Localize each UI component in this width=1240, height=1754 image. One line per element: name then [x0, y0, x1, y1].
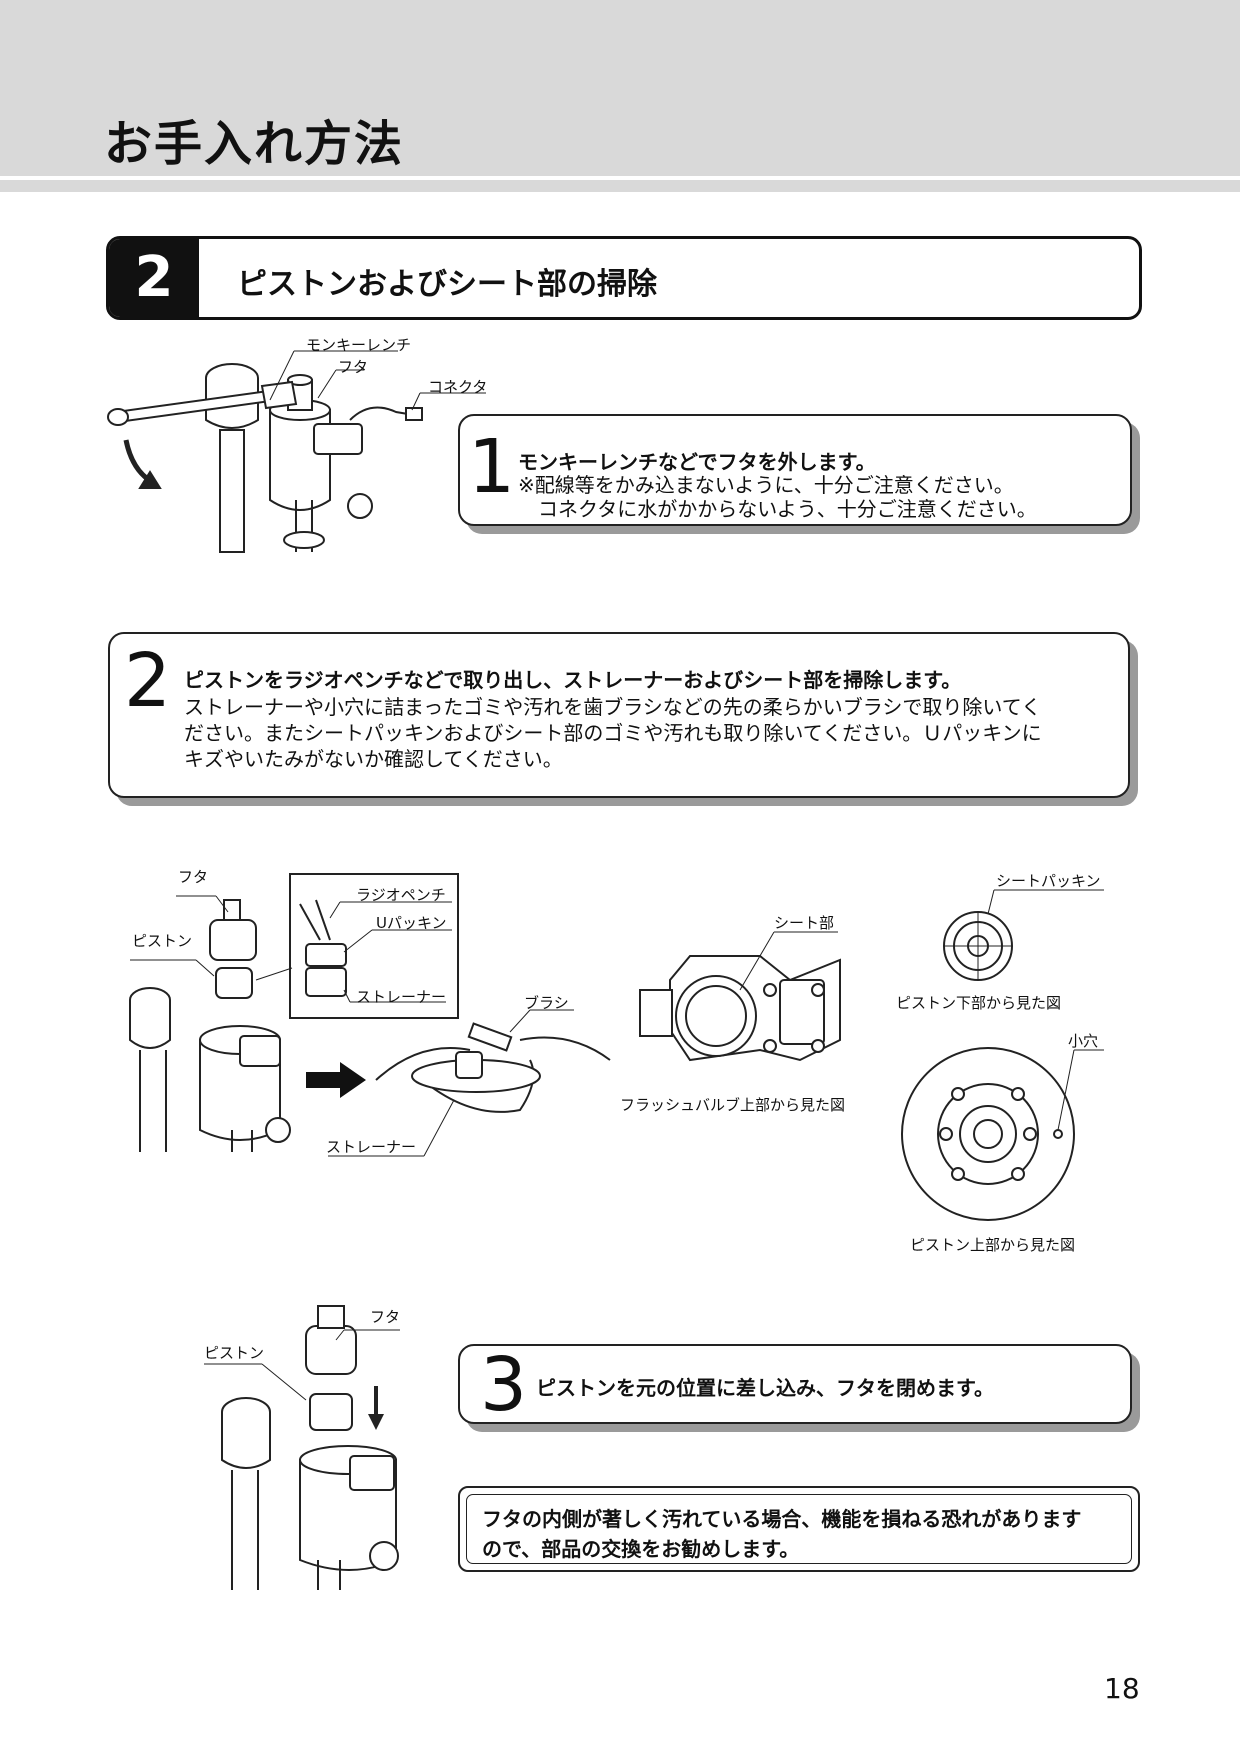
step-2-body-2: ださい。またシートパッキンおよびシート部のゴミや汚れも取り除いてください。Ｕパッ… [184, 721, 1042, 745]
header-rule [0, 180, 1240, 192]
notice-line-2: ので、部品の交換をお勧めします。 [482, 1537, 800, 1561]
label-connector: コネクタ [428, 378, 488, 396]
label-u-packing: Uパッキン [376, 914, 447, 932]
figure-2-assembly [129, 899, 291, 1152]
label-pliers: ラジオペンチ [356, 886, 446, 904]
step-2-callout: 2 ピストンをラジオペンチなどで取り出し、ストレーナーおよびシート部を掃除します… [108, 632, 1130, 798]
label-seat: シート部 [774, 914, 835, 932]
step-1-number: 1 [468, 424, 516, 510]
step-1-lead: モンキーレンチなどでフタを外します。 [518, 450, 876, 474]
flush-valve-top-view [639, 955, 841, 1062]
label-seat-packing: シートパッキン [996, 872, 1101, 890]
notice-text: フタの内側が著しく汚れている場合、機能を損ねる恐れがあります ので、部品の交換を… [482, 1504, 1081, 1564]
step-1-note-2: コネクタに水がかからないよう、十分ご注意ください。 [518, 497, 1037, 521]
step-1-callout: 1 モンキーレンチなどでフタを外します。 ※配線等をかみ込まないように、十分ご注… [458, 414, 1132, 526]
label-cap: フタ [338, 358, 369, 376]
right-arrow-icon [306, 1062, 366, 1098]
header-band [0, 0, 1240, 176]
notice-box: フタの内側が著しく汚れている場合、機能を損ねる恐れがあります ので、部品の交換を… [458, 1486, 1140, 1572]
page-number: 18 [1104, 1672, 1140, 1705]
figure-1-valve [205, 363, 373, 553]
label-piston-top: ピストン上部から見た図 [910, 1236, 1076, 1254]
piston-top-view [901, 1047, 1075, 1221]
step-2-body-1: ストレーナーや小穴に詰まったゴミや汚れを歯ブラシなどの先の柔らかいブラシで取り除… [184, 695, 1042, 719]
label-strainer-inset: ストレーナー [356, 988, 447, 1006]
label-piston-bottom: ピストン下部から見た図 [896, 994, 1062, 1012]
label-piston-3: ピストン [204, 1344, 265, 1362]
figure-3-assembly [221, 1305, 399, 1590]
label-strainer: ストレーナー [326, 1138, 417, 1156]
piston-bottom-view [943, 911, 1013, 981]
label-cap-2: フタ [178, 868, 209, 886]
step-1-note-1: ※配線等をかみ込まないように、十分ご注意ください。 [518, 473, 1014, 497]
label-wrench: モンキーレンチ [306, 336, 412, 354]
step-3-callout: 3 ピストンを元の位置に差し込み、フタを閉めます。 [458, 1344, 1132, 1424]
label-flush-valve-top: フラッシュバルブ上部から見た図 [620, 1096, 846, 1114]
label-piston-2: ピストン [132, 932, 193, 950]
connector-cable [349, 406, 409, 421]
notice-line-1: フタの内側が著しく汚れている場合、機能を損ねる恐れがあります [482, 1507, 1082, 1531]
notice-inner-border [466, 1494, 1132, 1564]
step-3-lead: ピストンを元の位置に差し込み、フタを閉めます。 [536, 1376, 994, 1400]
label-brush: ブラシ [524, 994, 569, 1012]
section-title: ピストンおよびシート部の掃除 [237, 267, 657, 302]
label-small-hole: 小穴 [1068, 1032, 1099, 1050]
rotate-arrow-icon [123, 439, 162, 489]
cleaning-hands [375, 1022, 611, 1113]
section-number: 2 [109, 239, 199, 317]
step-3-number: 3 [480, 1342, 528, 1428]
page-title: お手入れ方法 [104, 116, 405, 172]
wrench-icon [107, 380, 298, 426]
step-2-body-3: キズやいたみがないか確認してください。 [184, 747, 563, 771]
connector-plug [405, 407, 423, 421]
section-heading: 2 ピストンおよびシート部の掃除 [106, 236, 1142, 320]
step-2-lead: ピストンをラジオペンチなどで取り出し、ストレーナーおよびシート部を掃除します。 [184, 668, 962, 692]
label-cap-3: フタ [370, 1308, 401, 1326]
step-2-number: 2 [124, 638, 172, 724]
